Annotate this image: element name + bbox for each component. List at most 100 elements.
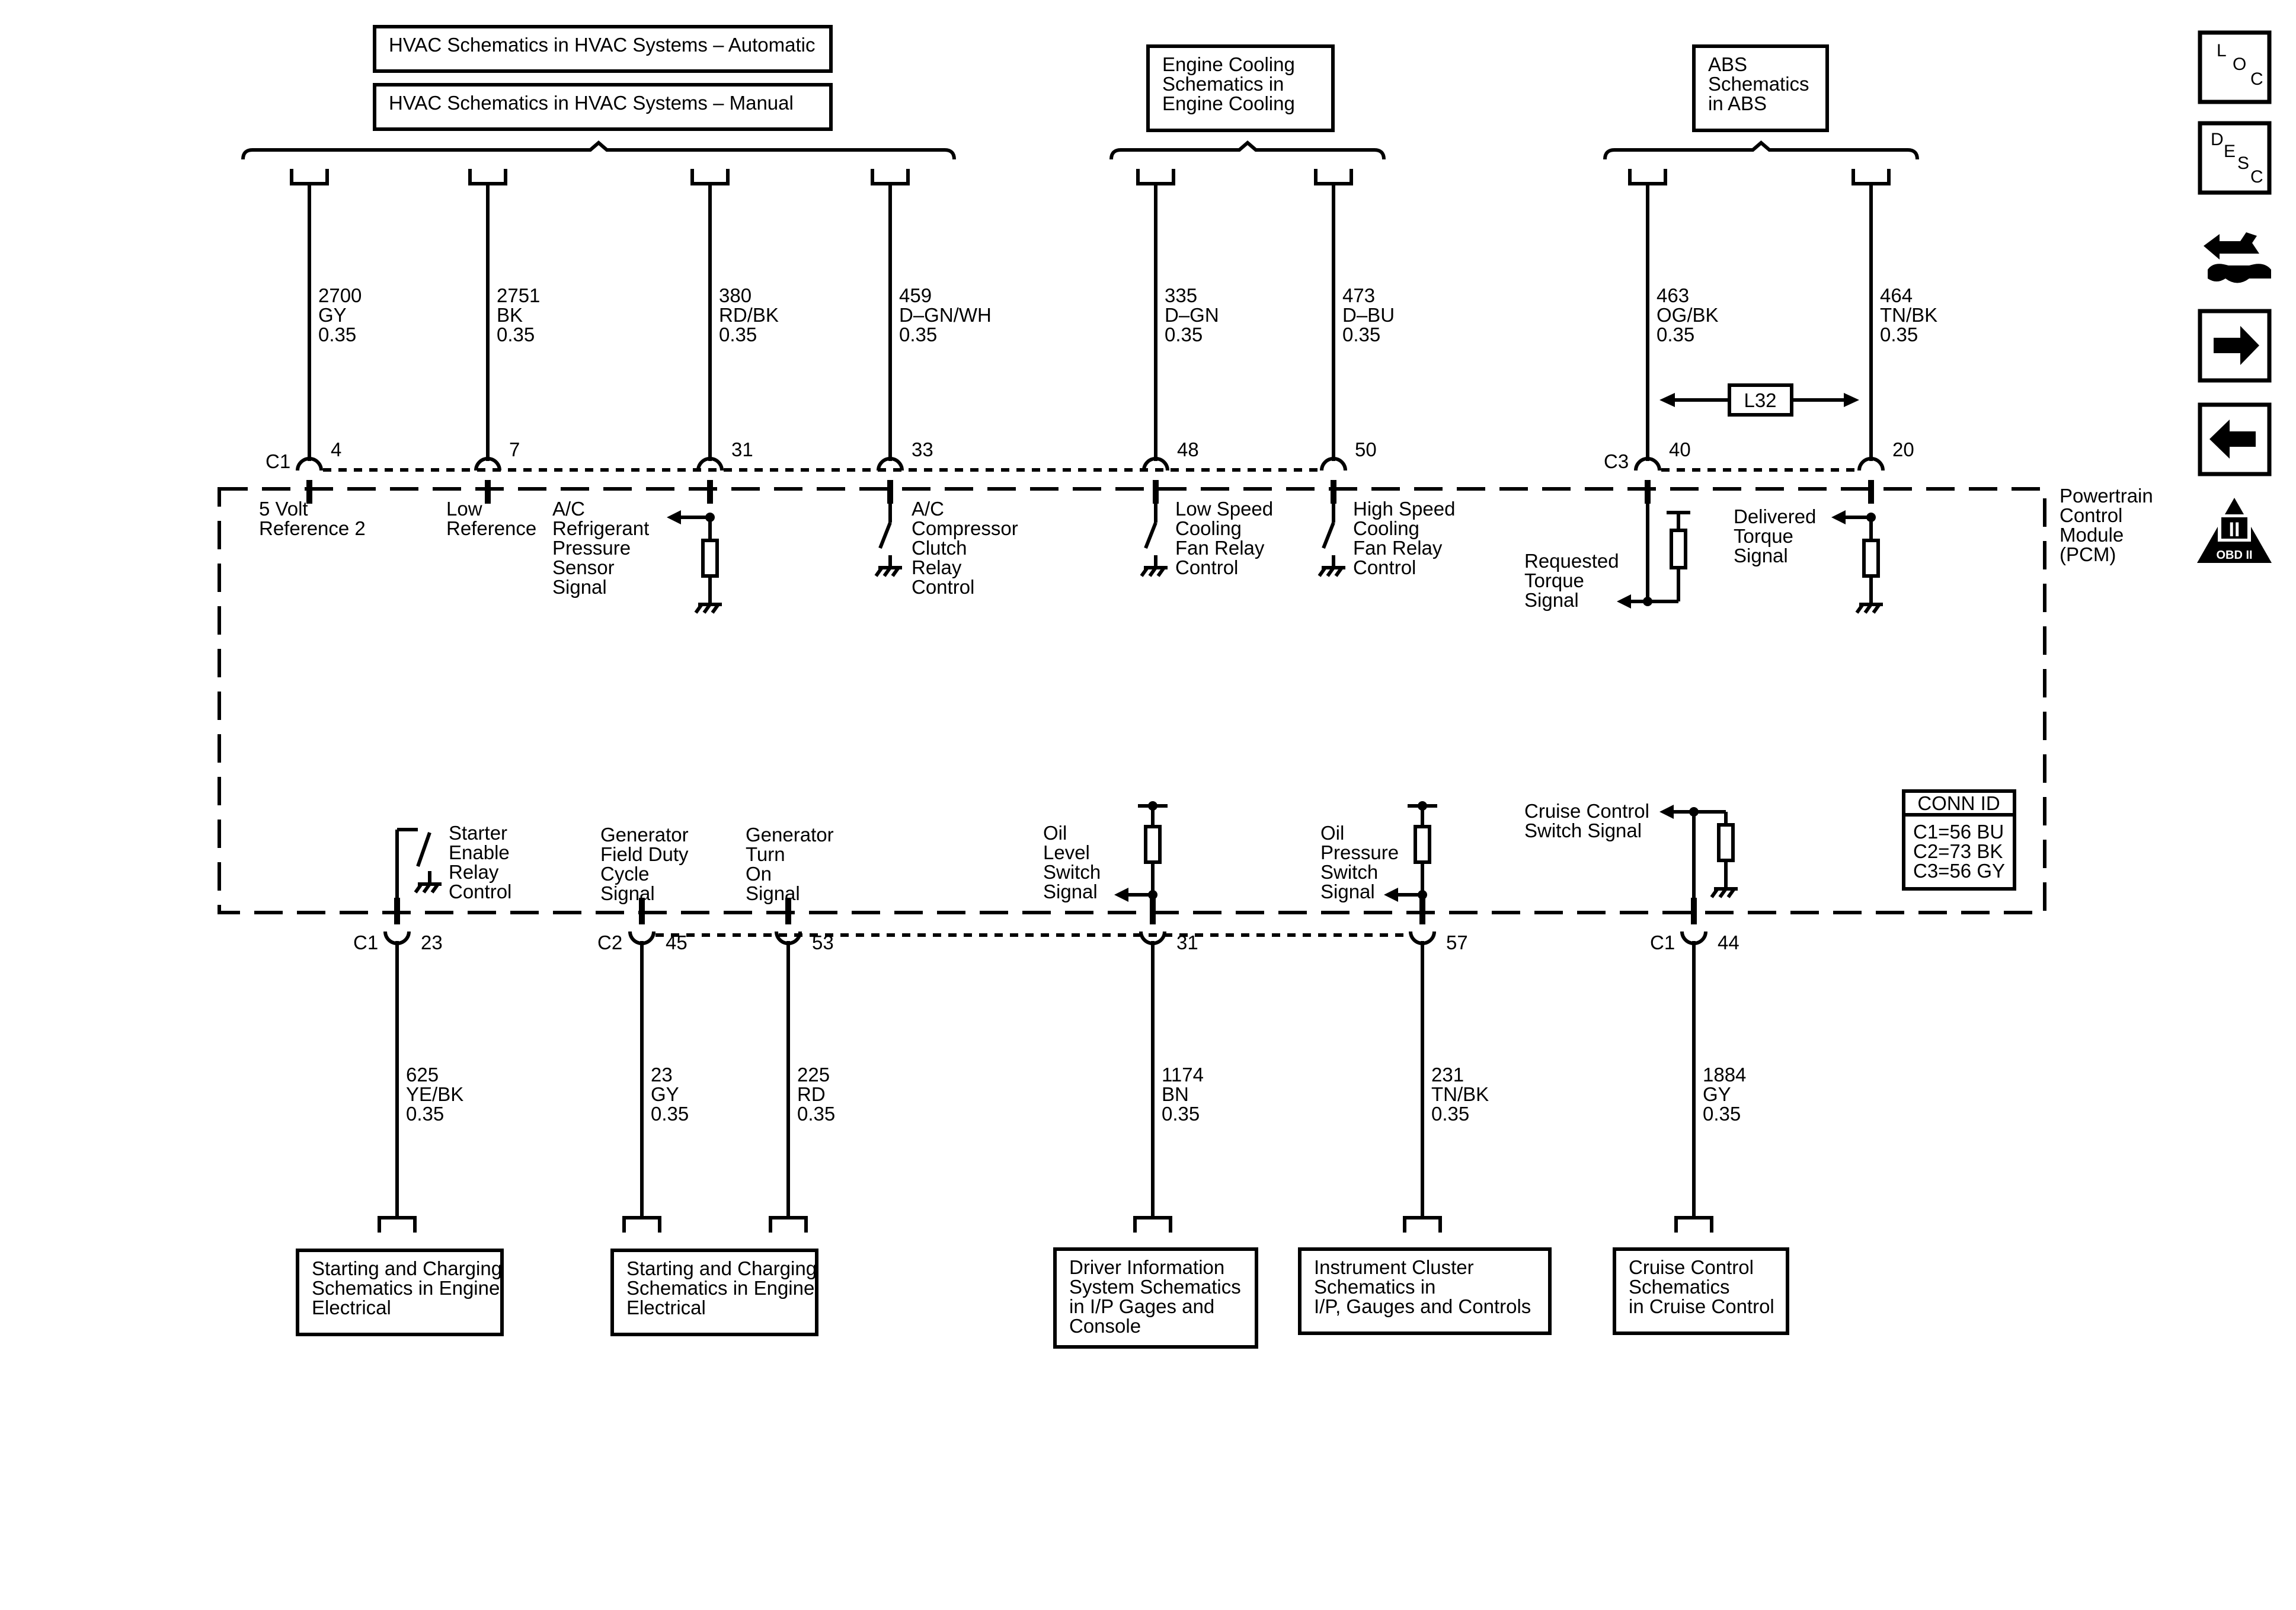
abs-link-text: Schematics bbox=[1708, 73, 1809, 95]
ground-hatch bbox=[874, 566, 884, 577]
instrument-cluster-link-text: I/P, Gauges and Controls bbox=[1314, 1295, 1531, 1317]
pcm-name: (PCM) bbox=[2060, 543, 2116, 565]
desc-letter: D bbox=[2211, 130, 2224, 149]
connector-pin bbox=[1320, 457, 1347, 471]
function-label: Signal bbox=[600, 882, 655, 904]
function-label: Sensor bbox=[552, 556, 615, 578]
harness-terminal bbox=[871, 169, 910, 185]
function-label: Reference 2 bbox=[259, 517, 366, 539]
wire-gauge: 0.35 bbox=[318, 324, 356, 345]
conn-id-title: CONN ID bbox=[1917, 792, 2000, 814]
circuit-number: 225 bbox=[797, 1064, 830, 1086]
pin-number: 20 bbox=[1892, 438, 1914, 460]
arrow-left-glyph bbox=[2209, 420, 2256, 459]
ground-hatch bbox=[1156, 566, 1166, 577]
loc-letter: L bbox=[2217, 41, 2227, 60]
arrow-head bbox=[1659, 805, 1674, 819]
pin-number: 45 bbox=[666, 932, 687, 953]
pin-number: 33 bbox=[912, 438, 933, 460]
starting-charging-link-box bbox=[296, 1249, 504, 1336]
function-label: Fan Relay bbox=[1353, 537, 1443, 559]
diagram-text: HVAC Schematics in HVAC Systems – Automa… bbox=[259, 34, 2153, 1337]
harness-terminal bbox=[1674, 1216, 1713, 1233]
circuit-number: 335 bbox=[1165, 284, 1197, 306]
ground-hatch bbox=[422, 883, 431, 894]
harness-terminal bbox=[378, 1216, 417, 1233]
arrow-right-glyph bbox=[2214, 326, 2259, 365]
wire-color: RD bbox=[797, 1083, 826, 1105]
function-label: Control bbox=[449, 881, 511, 902]
connector-shape bbox=[2204, 232, 2259, 260]
circuit-number: 231 bbox=[1431, 1064, 1464, 1086]
instrument-cluster-link-text: Instrument Cluster bbox=[1314, 1256, 1474, 1278]
function-label: Reference bbox=[446, 517, 536, 539]
harness-terminal bbox=[1133, 1216, 1172, 1233]
obd-badge-inner bbox=[2221, 517, 2247, 539]
function-label: Signal bbox=[746, 882, 800, 904]
obd-caption: OBD II bbox=[2216, 549, 2252, 562]
hvac-automatic-link-text: HVAC Schematics in HVAC Systems – Automa… bbox=[389, 34, 816, 56]
wire-gauge: 0.35 bbox=[406, 1103, 444, 1125]
switch-contact bbox=[416, 832, 431, 867]
connector-id: C1 bbox=[266, 450, 290, 472]
function-label: Control bbox=[1353, 556, 1416, 578]
pcm-name: Module bbox=[2060, 524, 2124, 546]
circuit-number: 2700 bbox=[318, 284, 362, 306]
conn-id-box bbox=[1902, 789, 2016, 891]
junction-dot bbox=[1418, 801, 1427, 811]
arrow-right-icon bbox=[2198, 309, 2272, 383]
function-label: A/C bbox=[912, 498, 944, 520]
function-label: Pressure bbox=[552, 537, 631, 559]
arrow-left-icon bbox=[2198, 402, 2272, 476]
starting-charging-link-text: Starting and Charging bbox=[626, 1257, 817, 1279]
function-label: Field Duty bbox=[600, 843, 689, 865]
function-label: Level bbox=[1043, 841, 1090, 863]
function-label: Clutch bbox=[912, 537, 967, 559]
ground-hatch bbox=[1718, 888, 1728, 898]
ground-hatch bbox=[1872, 603, 1881, 614]
circuit-number: 2751 bbox=[497, 284, 540, 306]
resistor-symbol bbox=[1717, 823, 1735, 862]
wire-color: D–GN bbox=[1165, 304, 1219, 326]
arrow-head bbox=[667, 510, 681, 524]
wire-color: GY bbox=[1703, 1083, 1731, 1105]
connector-id: C1 bbox=[353, 932, 378, 953]
pin-number: 7 bbox=[509, 438, 520, 460]
function-label: Switch Signal bbox=[1524, 820, 1642, 841]
wire-gauge: 0.35 bbox=[1342, 324, 1380, 345]
arrow-head bbox=[1844, 393, 1859, 407]
conn-id-row: C1=56 BU bbox=[1913, 821, 2004, 843]
resistor-symbol bbox=[1670, 529, 1687, 569]
harness-terminal bbox=[1314, 169, 1353, 185]
function-label: Signal bbox=[1043, 881, 1098, 902]
ground-hatch bbox=[882, 566, 892, 577]
function-label: Control bbox=[1175, 556, 1238, 578]
loc-letter: O bbox=[2233, 55, 2246, 74]
harness-terminal bbox=[468, 169, 507, 185]
harness-terminal bbox=[622, 1216, 661, 1233]
hvac-manual-link-text: HVAC Schematics in HVAC Systems – Manual bbox=[389, 92, 794, 114]
function-label: Oil bbox=[1043, 822, 1067, 844]
abs-link-box bbox=[1692, 44, 1829, 132]
harness-bracket-hvac bbox=[241, 140, 956, 160]
circuit-number: 464 bbox=[1880, 284, 1913, 306]
wire-color: BK bbox=[497, 304, 523, 326]
connector-pin bbox=[1857, 457, 1885, 471]
pin-number: 23 bbox=[421, 932, 443, 953]
circuit-number: 473 bbox=[1342, 284, 1375, 306]
circuit-number: 1884 bbox=[1703, 1064, 1746, 1086]
ground-hatch bbox=[1326, 566, 1335, 577]
wire-gauge: 0.35 bbox=[651, 1103, 689, 1125]
function-label: Switch bbox=[1043, 861, 1101, 883]
switch-contact bbox=[1144, 521, 1157, 549]
function-label: Cruise Control bbox=[1524, 800, 1649, 822]
obd-roman: II bbox=[2229, 518, 2240, 541]
conn-id-row: C3=56 GY bbox=[1913, 860, 2005, 882]
ground-hatch bbox=[1710, 888, 1719, 898]
cruise-control-link-box bbox=[1613, 1247, 1789, 1335]
cruise-control-link-text: Cruise Control bbox=[1629, 1256, 1754, 1278]
l32-label: L32 bbox=[1744, 389, 1776, 411]
wire-gauge: 0.35 bbox=[797, 1103, 835, 1125]
ground-hatch bbox=[1318, 566, 1327, 577]
wire-gauge: 0.35 bbox=[719, 324, 757, 345]
